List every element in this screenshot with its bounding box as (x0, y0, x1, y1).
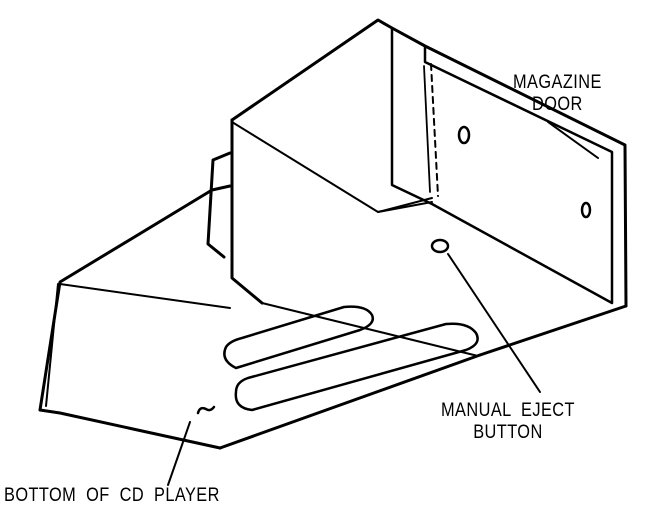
manual-eject-label-line1: MANUAL EJECT (441, 400, 575, 421)
bottom-slot-upper (223, 305, 374, 370)
leader-bottom-of-player (167, 421, 191, 486)
magazine-door-label-line1: MAGAZINE (513, 72, 602, 93)
player-bottom-housing (38, 184, 482, 450)
bottom-slots (223, 305, 479, 412)
door-hole-lower (580, 201, 592, 219)
magazine-unit (230, 18, 628, 357)
leader-lines (167, 121, 599, 486)
screw-mark (196, 405, 216, 415)
magazine-door (390, 26, 614, 305)
manual-eject-label: MANUAL EJECT BUTTON (441, 400, 575, 444)
bottom-of-player-label: BOTTOM OF CD PLAYER (4, 485, 220, 506)
door-hinge-line (430, 63, 439, 197)
manual-eject-button (430, 238, 450, 254)
door-hole-upper (457, 125, 471, 145)
manual-eject-label-line2: BUTTON (473, 422, 543, 443)
leader-magazine-door (547, 121, 599, 159)
magazine-door-label-line2: DOOR (532, 94, 583, 115)
side-tab (206, 151, 232, 259)
magazine-door-label: MAGAZINE DOOR (513, 72, 602, 116)
bottom-slot-lower (234, 322, 479, 412)
leader-manual-eject (447, 253, 541, 393)
